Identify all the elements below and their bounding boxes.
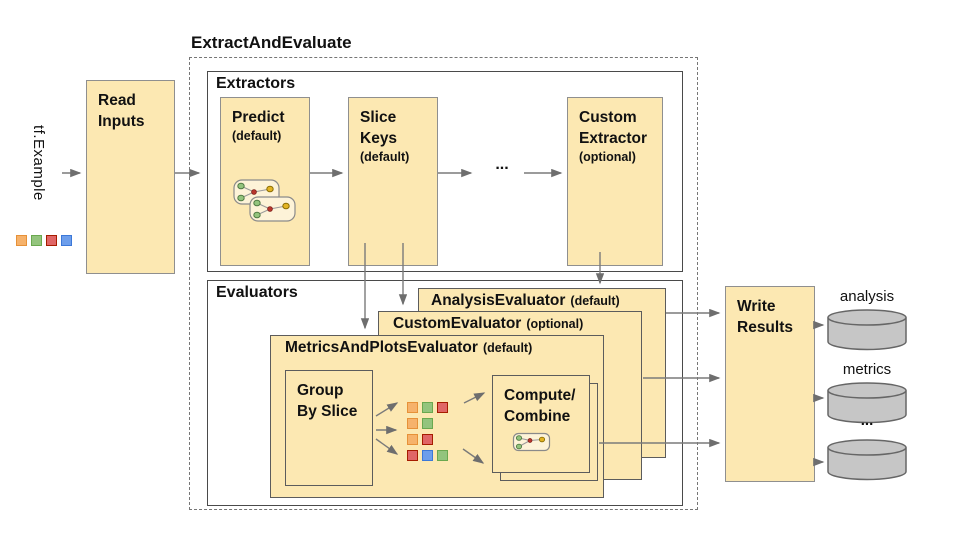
analysis-evaluator-variant-label: (default) <box>570 294 620 308</box>
more-extractors-ellipsis: ... <box>495 156 509 173</box>
red-square <box>422 434 433 445</box>
write-results-box: Write Results <box>725 286 815 482</box>
extractors-container: Extractors <box>207 71 683 272</box>
green-square <box>422 402 433 413</box>
green-square <box>31 235 42 246</box>
network-graph-icon <box>233 179 296 222</box>
custom-extractor-variant-label: (optional) <box>579 150 636 164</box>
extract-and-evaluate-container <box>189 57 698 510</box>
tf-example-label: tf.Example <box>30 125 47 201</box>
input-examples-squares <box>16 233 76 249</box>
metrics-output-label: metrics <box>842 361 892 378</box>
red-square <box>437 402 448 413</box>
network-graph-icon <box>512 432 551 452</box>
analysis-evaluator-label: AnalysisEvaluator <box>431 292 566 309</box>
diagram-title: ExtractAndEvaluate <box>191 33 352 52</box>
evaluators-label: Evaluators <box>216 284 298 301</box>
metrics-and-plots-evaluator-label: MetricsAndPlotsEvaluator <box>285 339 478 356</box>
orange-square <box>407 434 418 445</box>
slice-keys-variant-label: (default) <box>360 150 410 164</box>
more-outputs-ellipsis: ... <box>860 412 874 429</box>
orange-square <box>16 235 27 246</box>
database-cylinder-icon <box>827 439 907 481</box>
metrics-and-plots-evaluator-variant-label: (default) <box>482 341 533 355</box>
green-square <box>422 418 433 429</box>
predict-variant-label: (default) <box>232 129 282 143</box>
custom-extractor-box: Custom Extractor (optional) <box>567 97 663 266</box>
evaluators-container: Evaluators <box>207 280 683 506</box>
sliced-examples-squares <box>407 400 452 464</box>
read-inputs-box: Read Inputs <box>86 80 175 274</box>
custom-evaluator-variant-label: (optional) <box>526 317 584 331</box>
compute-combine-label: Compute/ Combine <box>504 387 576 425</box>
red-square <box>407 450 418 461</box>
compute-combine-box: Compute/ Combine <box>492 375 590 473</box>
database-cylinder-icon <box>827 309 907 351</box>
blue-square <box>422 450 433 461</box>
green-square <box>437 450 448 461</box>
analysis-output-label: analysis <box>839 288 895 305</box>
extractors-label: Extractors <box>216 75 296 92</box>
slice-keys-label: Slice Keys <box>360 109 398 147</box>
custom-evaluator-label: CustomEvaluator <box>393 315 522 332</box>
read-inputs-label: Read Inputs <box>98 92 145 130</box>
database-cylinder-icon <box>827 382 907 424</box>
group-by-slice-label: Group By Slice <box>297 382 358 420</box>
slice-keys-extractor-box: Slice Keys (default) <box>348 97 438 266</box>
blue-square <box>61 235 72 246</box>
red-square <box>46 235 57 246</box>
orange-square <box>407 402 418 413</box>
custom-extractor-label: Custom Extractor <box>579 109 648 147</box>
write-results-label: Write Results <box>737 298 793 336</box>
group-by-slice-box: Group By Slice <box>285 370 373 486</box>
orange-square <box>407 418 418 429</box>
predict-label: Predict <box>232 109 285 126</box>
